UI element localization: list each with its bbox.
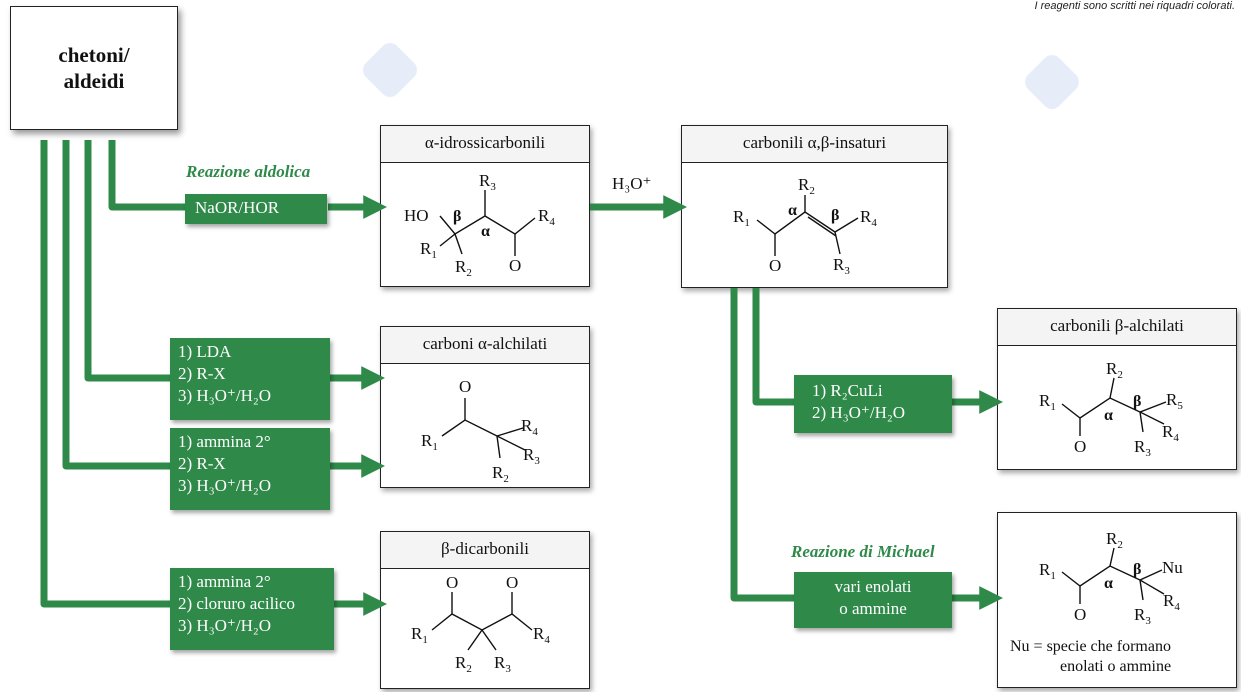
- reagent-aldol-line-1: NaOR/HOR: [195, 198, 280, 217]
- alkylated-structure: O R1 R4 R3 R2: [421, 377, 540, 485]
- beta-label: β: [1133, 561, 1141, 578]
- dicarbonyl-structure: O O R1 R4 R2 R3: [411, 573, 550, 675]
- reagent-cuprate-line-1: 1) R₂CuLi: [812, 381, 883, 400]
- start-box-ketones-aldehydes: chetoni/ aldeidi: [10, 6, 178, 130]
- atom-nu: Nu: [1162, 558, 1183, 577]
- atom-o: O: [769, 256, 781, 275]
- reagent-lda-line-1: 1) LDA: [178, 342, 232, 361]
- nu-definition: Nu = specie che formano enolati o ammine: [1010, 637, 1171, 677]
- atom-r5: R5: [1166, 390, 1183, 412]
- reagent-michael-line-2: o ammine: [839, 599, 907, 618]
- atom-o-left: O: [446, 573, 458, 592]
- label-aldol-reaction: Reazione aldolica: [186, 162, 311, 181]
- atom-ho: HO: [404, 206, 429, 225]
- nu-definition-line-1: Nu = specie che formano: [1010, 638, 1171, 655]
- atom-r3: R3: [833, 255, 850, 277]
- atom-r2: R2: [798, 175, 815, 197]
- label-dehydration: H₃O⁺: [612, 174, 652, 193]
- atom-r3: R3: [1134, 437, 1151, 459]
- wire-aldol: [108, 140, 185, 211]
- hydroxy-structure: HO β α R3 R4 R1 R2 O: [404, 171, 555, 279]
- reagent-enamine-line-2: 2) R-X: [178, 454, 226, 473]
- atom-r4: R4: [533, 624, 550, 646]
- reagent-michael: vari enolati o ammine: [794, 572, 952, 628]
- reagent-cuprate: 1) R₂CuLi 2) H₃O⁺/H₂O: [794, 375, 952, 433]
- atom-r4: R4: [860, 207, 877, 229]
- reagent-acyl-line-1: 1) ammina 2°: [178, 572, 271, 591]
- atom-r2: R2: [1106, 529, 1123, 551]
- alpha-label: α: [481, 223, 490, 240]
- atom-r3: R3: [523, 445, 540, 467]
- atom-r2: R2: [455, 257, 472, 279]
- reagent-lda: 1) LDA 2) R-X 3) H₃O⁺/H₂O: [170, 338, 330, 420]
- atom-o: O: [509, 256, 521, 275]
- atom-o: O: [459, 377, 471, 396]
- unsat-structure: R1 α β R2 R4 O R3: [733, 175, 877, 277]
- atom-r3: R3: [494, 653, 511, 675]
- atom-r3: R3: [479, 171, 496, 193]
- atom-o: O: [1074, 605, 1086, 624]
- wire-acyl: [40, 140, 170, 608]
- reagent-acyl-line-3: 3) H₃O⁺/H₂O: [178, 616, 272, 635]
- reagents-note: I reagenti sono scritti nei riquadri col…: [1034, 0, 1235, 12]
- atom-o-right: O: [506, 573, 518, 592]
- michael-structure: R1 R2 α β Nu R4 O R3: [1039, 529, 1183, 627]
- reagent-lda-line-3: 3) H₃O⁺/H₂O: [178, 386, 272, 405]
- atom-r4: R4: [1163, 591, 1180, 613]
- beta-label: β: [1133, 393, 1141, 410]
- reagent-cuprate-line-2: 2) H₃O⁺/H₂O: [812, 403, 906, 422]
- reagent-lda-line-2: 2) R-X: [178, 364, 226, 383]
- atom-r1: R1: [733, 207, 750, 229]
- atom-r1: R1: [1039, 391, 1056, 413]
- connector-lines: [40, 140, 1004, 616]
- atom-r2: R2: [492, 463, 509, 485]
- atom-r2: R2: [455, 653, 472, 675]
- atom-r2: R2: [1106, 359, 1123, 381]
- alpha-label: α: [1104, 407, 1113, 424]
- atom-r1: R1: [420, 239, 437, 261]
- reagent-enamine-line-3: 3) H₃O⁺/H₂O: [178, 476, 272, 495]
- atom-o: O: [1074, 437, 1086, 456]
- atom-r1: R1: [421, 431, 438, 453]
- wire-enamine: [62, 140, 170, 470]
- start-line-2: aldeidi: [63, 69, 125, 93]
- atom-r1: R1: [1039, 560, 1056, 582]
- label-michael-reaction: Reazione di Michael: [791, 542, 935, 561]
- atom-r4: R4: [538, 206, 555, 228]
- wire-michael: [730, 288, 794, 602]
- beta-alkylated-structure: R1 R2 α β R5 R4 O R3: [1039, 359, 1183, 459]
- alpha-label: α: [1104, 575, 1113, 592]
- start-line-1: chetoni/: [58, 43, 130, 67]
- reagent-acyl: 1) ammina 2° 2) cloruro acilico 3) H₃O⁺/…: [170, 568, 334, 650]
- atom-r1: R1: [411, 624, 428, 646]
- wire-lda: [84, 140, 170, 382]
- reagent-aldol: NaOR/HOR: [185, 194, 327, 224]
- reagent-enamine-line-1: 1) ammina 2°: [178, 432, 271, 451]
- atom-r4: R4: [1162, 422, 1179, 444]
- reagent-enamine: 1) ammina 2° 2) R-X 3) H₃O⁺/H₂O: [170, 428, 330, 510]
- atom-r4: R4: [521, 416, 538, 438]
- alpha-label: α: [788, 202, 797, 219]
- nu-definition-line-2: enolati o ammine: [1060, 658, 1172, 675]
- atom-r3: R3: [1134, 605, 1151, 627]
- reagent-acyl-line-2: 2) cloruro acilico: [178, 594, 296, 613]
- reagent-michael-line-1: vari enolati: [834, 577, 912, 596]
- wire-cuprate: [752, 288, 794, 406]
- beta-label: β: [453, 208, 461, 225]
- beta-label: β: [831, 207, 839, 224]
